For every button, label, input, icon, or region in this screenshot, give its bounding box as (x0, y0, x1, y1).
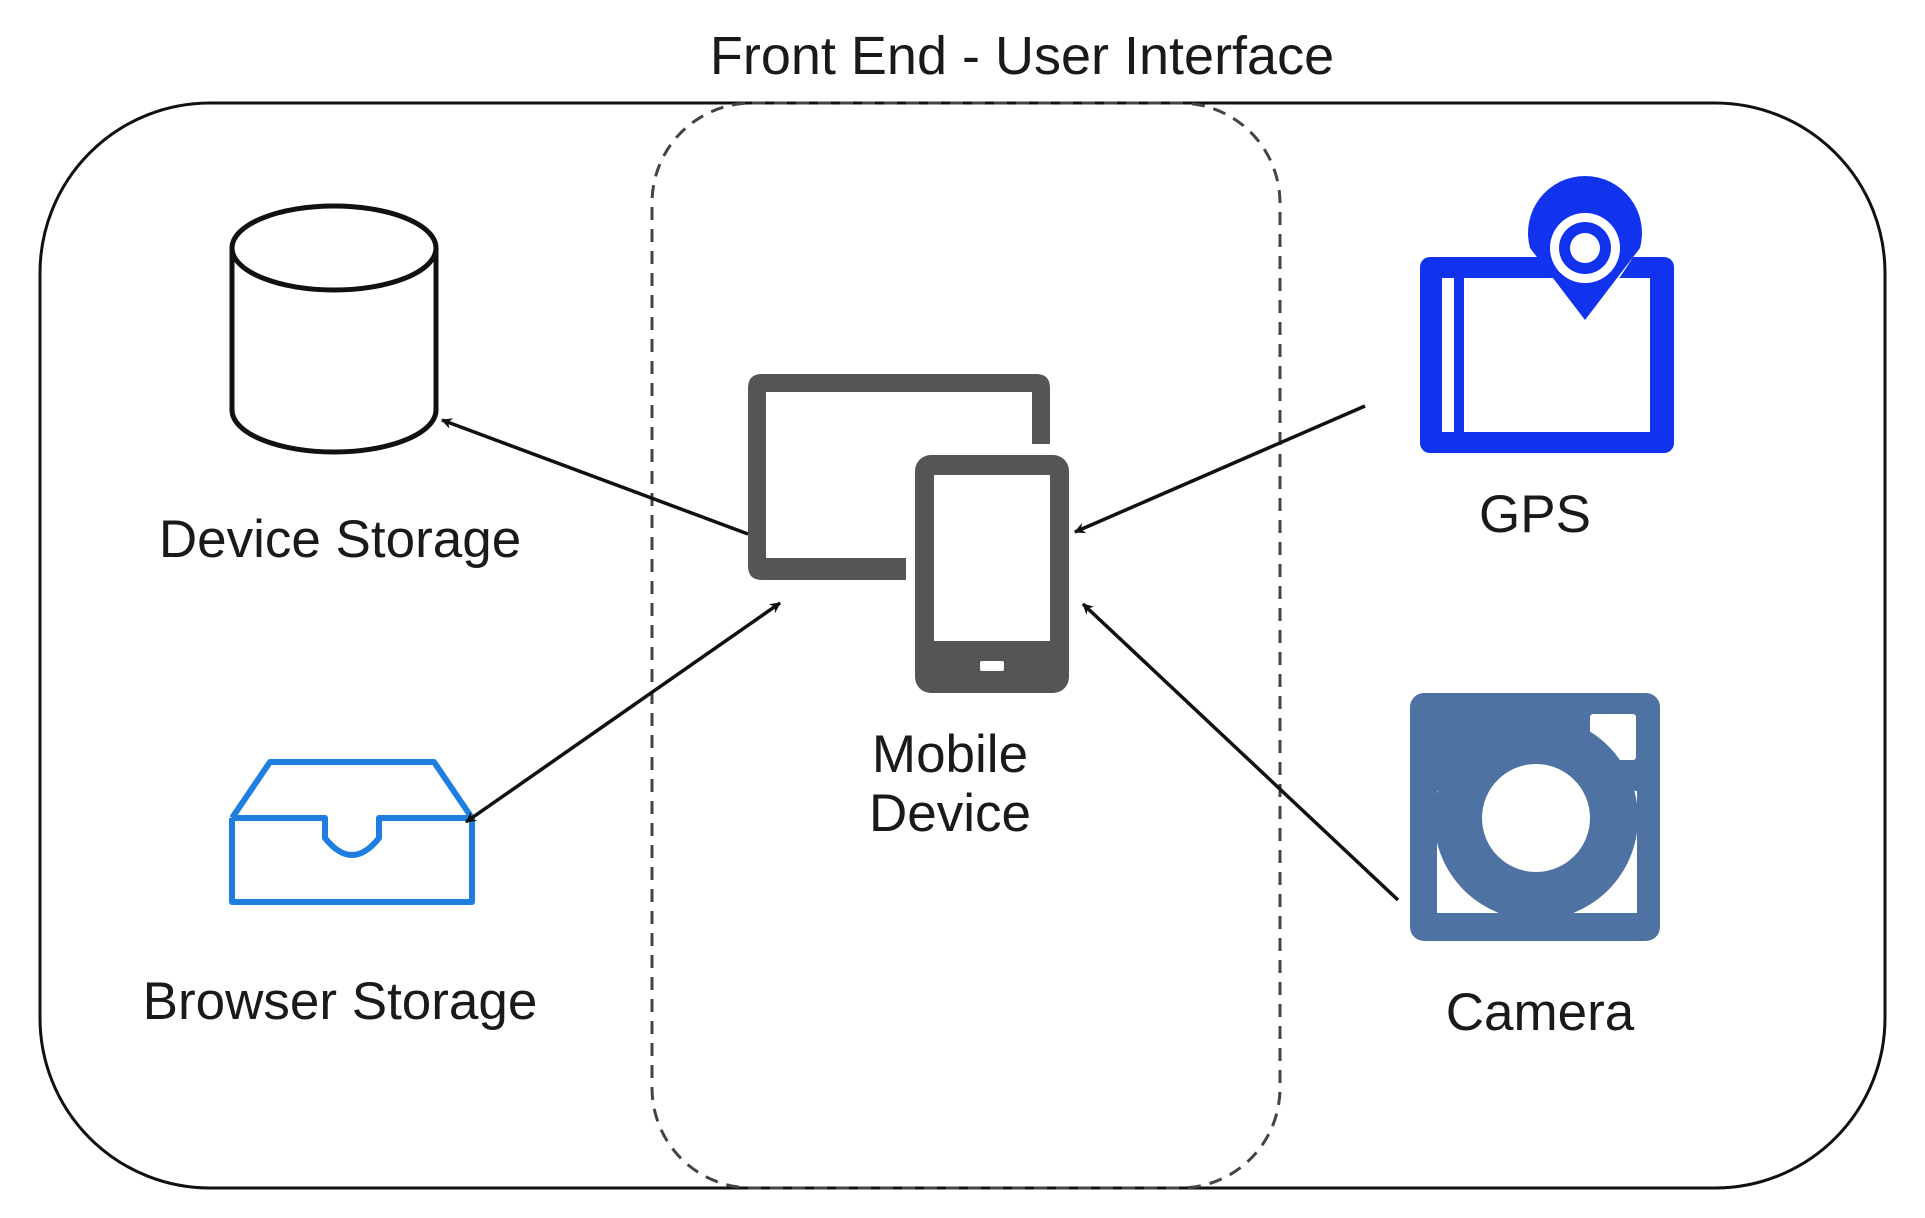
inbox-tray-icon (229, 759, 475, 905)
edge-mobile-browser-storage (464, 601, 782, 824)
map-location-pin-icon (1420, 176, 1674, 453)
browser-storage-label: Browser Storage (142, 972, 538, 1031)
tablet-and-phone-icon (748, 374, 1069, 693)
camera-icon (1410, 693, 1660, 941)
camera-label: Camera (1445, 983, 1635, 1042)
edge-camera-to-mobile (1081, 602, 1400, 902)
mobile-device-label: Mobile Device (800, 725, 1100, 844)
edge-mobile-to-device-storage (440, 418, 749, 536)
mobile-device-label-line2: Device (868, 784, 1031, 844)
diagram-title: Front End - User Interface (709, 26, 1335, 86)
mobile-device-label-line1: Mobile (871, 725, 1029, 784)
edge-gps-to-mobile (1073, 404, 1366, 534)
gps-label: GPS (1479, 485, 1591, 544)
database-cylinder-icon (229, 203, 439, 455)
device-storage-label: Device Storage (158, 510, 522, 569)
